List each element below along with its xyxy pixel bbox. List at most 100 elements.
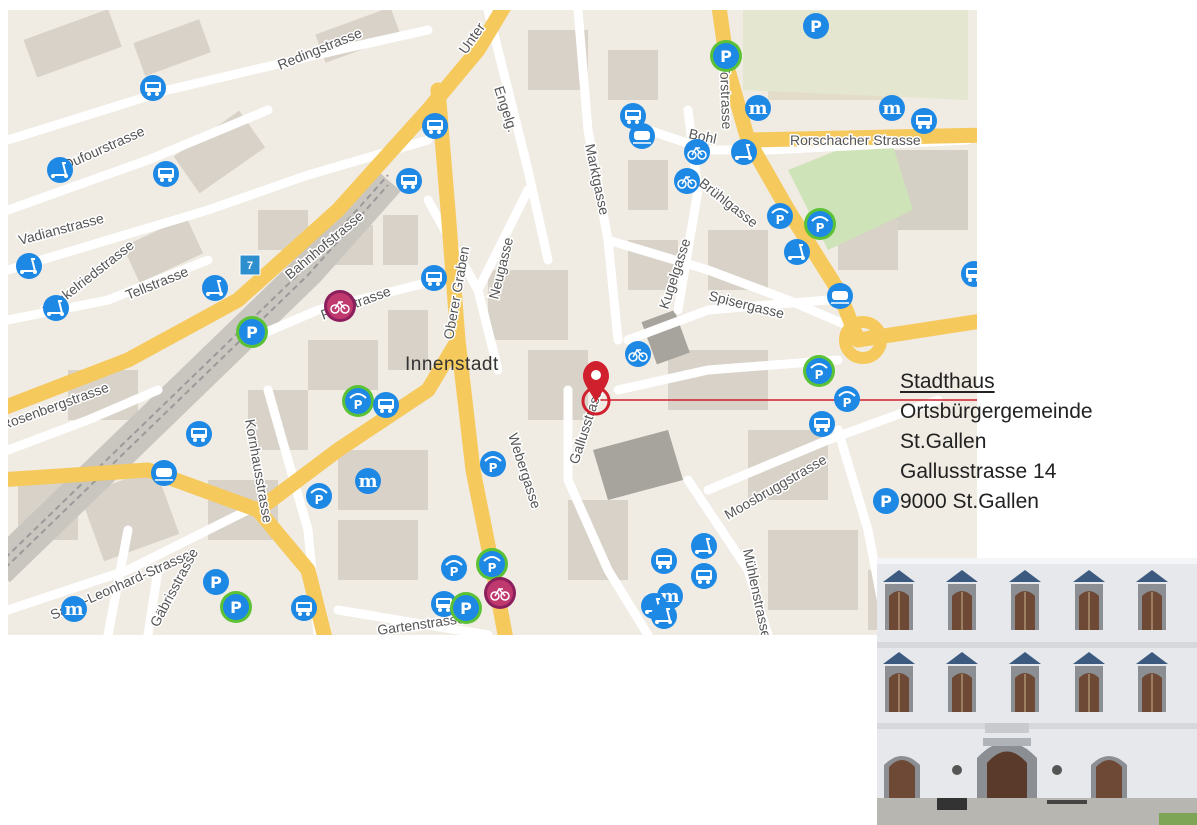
district-label: Innenstadt bbox=[405, 354, 499, 375]
building-facade-image bbox=[877, 558, 1197, 825]
bus-icon[interactable] bbox=[620, 103, 646, 129]
rail-line-number: 7 bbox=[247, 260, 253, 272]
location-street: Gallusstrasse 14 bbox=[900, 460, 1057, 483]
location-org: Ortsbürgergemeinde bbox=[900, 400, 1093, 423]
facade-window bbox=[1073, 570, 1105, 630]
migros-icon[interactable]: m bbox=[61, 596, 87, 622]
cathedral-building bbox=[593, 430, 683, 500]
parking-cover-icon[interactable]: P bbox=[834, 386, 860, 412]
parking-icon[interactable]: P bbox=[710, 40, 742, 72]
svg-text:P: P bbox=[489, 461, 498, 475]
svg-text:m: m bbox=[882, 98, 901, 119]
parking-icon[interactable]: P bbox=[220, 591, 252, 623]
bus-icon[interactable] bbox=[651, 548, 677, 574]
parking-cover-icon[interactable]: P bbox=[767, 203, 793, 229]
scooter-icon[interactable] bbox=[47, 157, 73, 183]
scooter-icon[interactable] bbox=[691, 533, 717, 559]
minor-roads bbox=[8, 10, 973, 635]
scooter-icon[interactable] bbox=[43, 295, 69, 321]
svg-text:P: P bbox=[354, 398, 363, 412]
svg-text:P: P bbox=[460, 599, 472, 618]
parking-cover-icon[interactable]: P bbox=[306, 483, 332, 509]
scooter-icon[interactable] bbox=[202, 275, 228, 301]
parking-icon[interactable]: P bbox=[450, 592, 482, 624]
svg-text:m: m bbox=[64, 599, 83, 620]
parking-cover-icon[interactable]: P bbox=[342, 385, 374, 417]
parking-icon[interactable]: P bbox=[236, 316, 268, 348]
rail-line-badge: 7 bbox=[239, 254, 261, 276]
svg-text:P: P bbox=[776, 213, 785, 227]
bus-icon[interactable] bbox=[422, 113, 448, 139]
bus-icon[interactable] bbox=[911, 108, 937, 134]
parking-icon[interactable]: P bbox=[873, 488, 899, 514]
scooter-icon[interactable] bbox=[731, 139, 757, 165]
bus-icon[interactable] bbox=[421, 265, 447, 291]
bus-icon[interactable] bbox=[153, 161, 179, 187]
bus-icon[interactable] bbox=[291, 595, 317, 621]
bus-icon[interactable] bbox=[809, 411, 835, 437]
street-label: Rorschacher Strasse bbox=[790, 132, 921, 148]
facade-window bbox=[883, 570, 915, 630]
svg-text:m: m bbox=[358, 471, 377, 492]
bike-icon[interactable] bbox=[324, 290, 356, 322]
svg-text:P: P bbox=[230, 598, 242, 617]
parking-cover-icon[interactable]: P bbox=[476, 548, 508, 580]
facade-window bbox=[1009, 570, 1041, 630]
migros-icon[interactable]: m bbox=[879, 95, 905, 121]
map-base bbox=[8, 10, 977, 635]
location-marker[interactable] bbox=[581, 361, 611, 416]
svg-text:P: P bbox=[315, 493, 324, 507]
svg-text:P: P bbox=[880, 492, 892, 511]
bus-icon[interactable] bbox=[140, 75, 166, 101]
parking-icon[interactable]: P bbox=[203, 569, 229, 595]
bike-icon[interactable] bbox=[674, 168, 700, 194]
bus-icon[interactable] bbox=[691, 563, 717, 589]
bike-icon[interactable] bbox=[684, 139, 710, 165]
scooter-icon[interactable] bbox=[16, 253, 42, 279]
svg-text:P: P bbox=[816, 221, 825, 235]
street-label: Marktgasse bbox=[582, 142, 613, 216]
parking-cover-icon[interactable]: P bbox=[803, 355, 835, 387]
bike-icon[interactable] bbox=[484, 577, 516, 609]
scooter-icon[interactable] bbox=[651, 603, 677, 629]
facade-window bbox=[1136, 652, 1168, 712]
bike-icon[interactable] bbox=[625, 341, 651, 367]
svg-text:P: P bbox=[810, 17, 822, 36]
parking-cover-icon[interactable]: P bbox=[804, 208, 836, 240]
scooter-icon[interactable] bbox=[784, 239, 810, 265]
migros-icon[interactable]: m bbox=[355, 468, 381, 494]
facade-window bbox=[1009, 652, 1041, 712]
map-canvas[interactable]: RedingstrasseUnterEngelg.DufourstrasseRo… bbox=[8, 10, 977, 635]
street-label: Torstrasse bbox=[717, 65, 735, 130]
svg-text:m: m bbox=[748, 98, 767, 119]
location-city-line: St.Gallen bbox=[900, 430, 987, 453]
svg-text:P: P bbox=[246, 323, 258, 342]
train-icon[interactable] bbox=[827, 283, 853, 309]
map-pin-icon[interactable] bbox=[583, 361, 609, 403]
train-icon[interactable] bbox=[151, 460, 177, 486]
parking-icon[interactable]: P bbox=[803, 13, 829, 39]
parking-cover-icon[interactable]: P bbox=[480, 451, 506, 477]
building-photo bbox=[877, 558, 1197, 825]
bus-icon[interactable] bbox=[373, 392, 399, 418]
bus-icon[interactable] bbox=[186, 421, 212, 447]
location-postal: 9000 St.Gallen bbox=[900, 490, 1039, 513]
svg-text:P: P bbox=[450, 565, 459, 579]
facade-window bbox=[883, 652, 915, 712]
location-name[interactable]: Stadthaus bbox=[900, 370, 995, 393]
street-label: Brühlgasse bbox=[696, 175, 761, 231]
green-area bbox=[743, 10, 968, 100]
roundabout bbox=[839, 316, 887, 364]
facade-window bbox=[1136, 570, 1168, 630]
migros-icon[interactable]: m bbox=[745, 95, 771, 121]
facade-window bbox=[946, 570, 978, 630]
svg-text:P: P bbox=[843, 396, 852, 410]
bus-icon[interactable] bbox=[961, 261, 977, 287]
parking-cover-icon[interactable]: P bbox=[441, 555, 467, 581]
svg-text:P: P bbox=[720, 47, 732, 66]
bus-icon[interactable] bbox=[396, 168, 422, 194]
train-icon[interactable] bbox=[629, 123, 655, 149]
facade-window bbox=[946, 652, 978, 712]
